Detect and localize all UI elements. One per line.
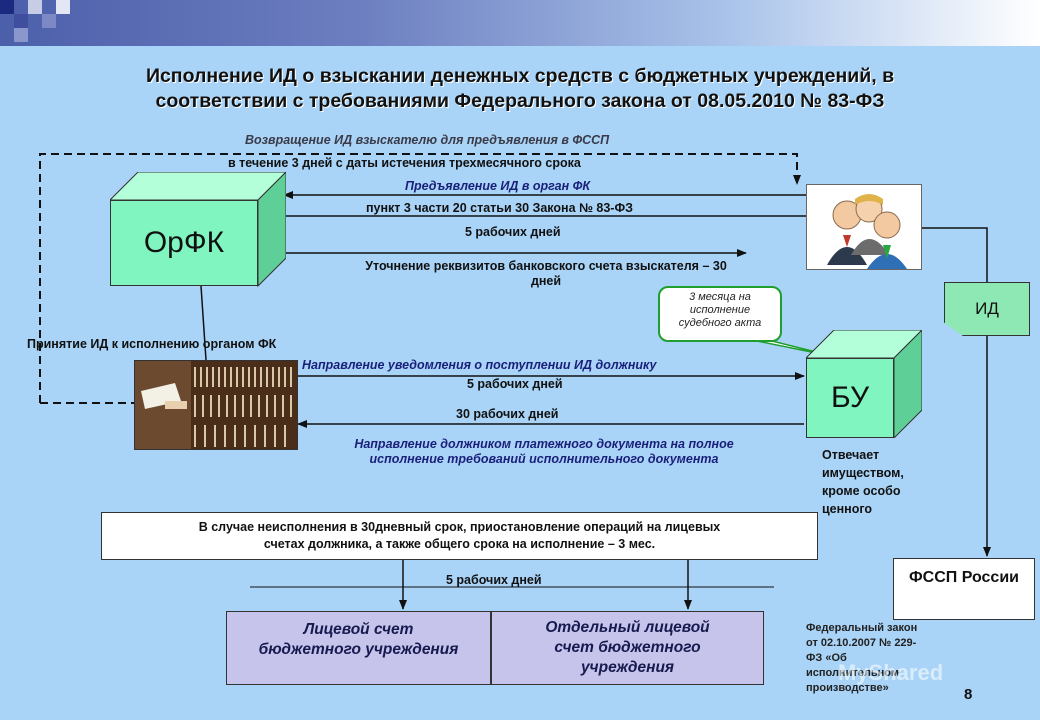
return-id-label: Возвращение ИД взыскателю для предъявлен… [245,133,610,147]
law-line-5: производстве» [806,682,889,694]
separate-account-line-1: Отдельный лицевой [545,619,710,636]
deco-square [14,14,28,28]
payment-line-1: Направление должником платежного докумен… [354,437,734,451]
clause-label: пункт 3 части 20 статьи 30 Закона № 83-Ф… [366,201,633,215]
deco-square [56,0,70,14]
orfk-box-faces [110,172,286,288]
callout-line-3: судебного акта [678,317,762,329]
law-line-2: от 02.10.2007 № 229- [806,637,917,649]
page-title: Исполнение ИД о взыскании денежных средс… [20,64,1020,114]
id-to-fssp-line [922,227,991,557]
law-line-3: ФЗ «Об [806,652,847,664]
orfk-box: ОрФК [110,172,286,288]
archive-photo [134,360,298,450]
within-3-days-label: в течение 3 дней с даты истечения трехме… [228,156,581,170]
clarify-line-2: дней [530,274,562,288]
law-line-4: исполнительном [806,667,899,679]
five-days-label-3: 5 рабочих дней [446,573,542,587]
id-document: ИД [944,282,1030,336]
title-line-2: соответствии с требованиями Федерального… [155,90,885,112]
accept-label: Принятие ИД к исполнению органом ФК [27,337,277,351]
liable-line-3: кроме особо [822,484,901,498]
bu-box: БУ [806,330,922,438]
law-line-1: Федеральный закон [806,622,918,634]
present-id-label: Предъявление ИД в орган ФК [405,179,591,193]
separate-account-box: Отдельный лицевой счет бюджетного учрежд… [491,611,764,685]
header-band [0,0,1040,46]
deco-square [0,0,14,14]
payment-label: Направление должником платежного докумен… [294,437,794,467]
separate-account-line-2: счет бюджетного [554,639,701,656]
page-number: 8 [964,686,973,703]
liable-line-4: ценного [822,502,873,516]
five-days-label-2: 5 рабочих дней [467,377,563,391]
law-reference: Федеральный закон от 02.10.2007 № 229- Ф… [806,621,952,696]
condition-line-1: В случае неисполнения в 30дневный срок, … [198,520,721,534]
personal-account-line-1: Лицевой счет [303,621,414,638]
deco-square [42,14,56,28]
watermark-logo: MyShared [838,660,944,685]
people-icon [827,194,907,269]
payment-line-2: исполнение требований исполнительного до… [369,452,719,466]
five-days-label-1: 5 рабочих дней [465,225,561,239]
id-document-label: ИД [975,299,999,318]
deco-square [14,28,28,42]
archive-image [135,361,297,449]
claimants-avatar [806,184,922,270]
liable-label: Отвечает имуществом, кроме особо ценного [822,446,904,518]
callout-line-2: исполнение [689,304,751,316]
condition-line-2: счетах должника, а также общего срока на… [263,537,656,551]
liable-line-1: Отвечает [822,448,880,462]
condition-box: В случае неисполнения в 30дневный срок, … [101,512,818,560]
separate-account-line-3: учреждения [580,659,675,676]
personal-account-box: Лицевой счет бюджетного учреждения [226,611,491,685]
bu-label: БУ [806,358,894,438]
fssp-box: ФССП России [893,558,1035,620]
clarify-label: Уточнение реквизитов банковского счета в… [296,259,796,289]
personal-account-line-2: бюджетного учреждения [258,641,459,658]
thirty-days-label: 30 рабочих дней [456,407,559,421]
three-months-callout: 3 месяца на исполнение судебного акта [658,286,782,342]
deco-square [28,0,42,14]
notify-label: Направление уведомления о поступлении ИД… [302,358,657,372]
callout-line-1: 3 месяца на [689,291,751,303]
orfk-label: ОрФК [110,200,258,286]
liable-line-2: имуществом, [822,466,904,480]
title-line-1: Исполнение ИД о взыскании денежных средс… [145,65,895,87]
clarify-line-1: Уточнение реквизитов банковского счета в… [365,259,727,273]
